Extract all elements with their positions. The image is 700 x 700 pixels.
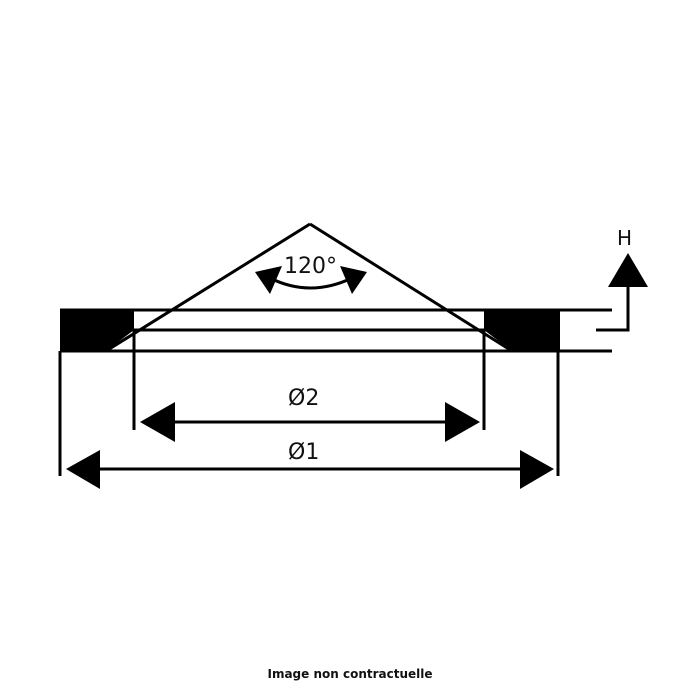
angle-label: 120°	[284, 254, 337, 279]
height-arrow-icon	[608, 253, 648, 287]
left-section-fill	[60, 309, 134, 351]
angle-arrow-right-icon	[340, 266, 367, 294]
d2-arrow-right-icon	[445, 402, 480, 442]
d1-arrow-right-icon	[520, 450, 554, 489]
cone-apex-lines	[105, 222, 513, 353]
d1-arrow-left-icon	[66, 450, 100, 489]
height-arrow-stem	[598, 282, 630, 332]
inner-diameter-label: Ø2	[288, 386, 320, 411]
d2-arrow-left-icon	[140, 402, 175, 442]
height-label: H	[617, 226, 633, 250]
extension-lines	[58, 330, 560, 476]
outer-diameter-label: Ø1	[288, 440, 320, 465]
angle-arc	[269, 276, 353, 290]
disclaimer-text: Image non contractuelle	[267, 667, 433, 681]
angle-arrow-left-icon	[255, 266, 282, 294]
right-section-fill	[484, 309, 560, 351]
